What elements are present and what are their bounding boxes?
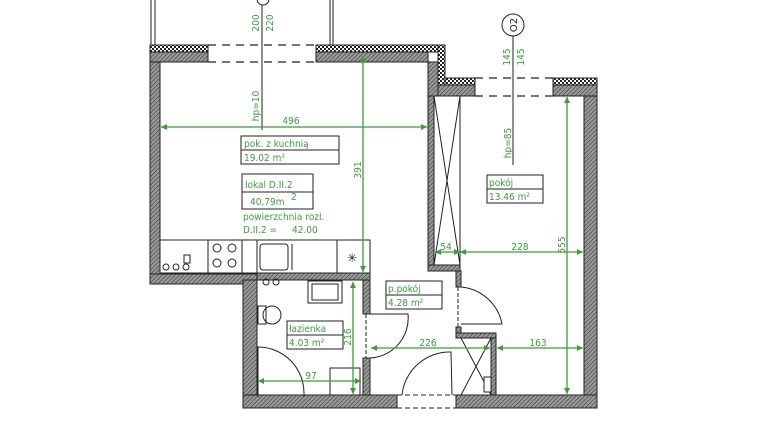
window-2-width: 145 bbox=[502, 48, 513, 65]
dimension-arrowhead bbox=[484, 345, 490, 351]
room-area: 4.03 m² bbox=[289, 338, 325, 349]
dim-bath-depth: 216 bbox=[343, 328, 354, 345]
window-2 bbox=[475, 77, 553, 97]
room-name: p.pokój bbox=[388, 283, 421, 295]
room-label-living-kitchen: pok. z kuchnią 19.02 m² bbox=[240, 135, 340, 165]
dim-closet-width: 54 bbox=[440, 242, 452, 253]
balcony-outline bbox=[150, 0, 334, 45]
room-name: łazienka bbox=[289, 324, 326, 335]
room-label-bathroom: łazienka 4.03 m² bbox=[286, 320, 344, 350]
dim-room-width: 228 bbox=[511, 242, 528, 253]
dim-living-depth: 391 bbox=[353, 161, 364, 178]
room-label-room: pokój 13.46 m² bbox=[486, 174, 544, 204]
kitchen-counter: ✳ bbox=[159, 239, 371, 274]
dimension-arrowhead bbox=[577, 249, 583, 255]
dimension-arrowhead bbox=[360, 266, 366, 272]
window-1-axis-marker bbox=[256, 0, 270, 6]
room-area: 13.46 m² bbox=[489, 192, 530, 203]
axis-marker-o2 bbox=[501, 13, 525, 37]
room-name: pok. z kuchnią bbox=[244, 139, 309, 150]
dimension-arrowhead bbox=[564, 97, 570, 103]
dimension-arrowhead bbox=[435, 249, 441, 255]
dimension-lines bbox=[161, 56, 583, 394]
doors bbox=[365, 286, 503, 396]
window-1-width: 200 bbox=[251, 14, 262, 31]
window-1-sill: hp=10 bbox=[251, 91, 262, 122]
dimension-arrowhead bbox=[564, 388, 570, 394]
dimension-arrowhead bbox=[258, 378, 264, 384]
window-2-height: 145 bbox=[516, 48, 527, 65]
wardrobe-upper bbox=[433, 95, 461, 266]
dim-room-lower-width: 163 bbox=[529, 338, 546, 349]
dim-room-depth: 555 bbox=[557, 236, 568, 253]
room-label-hall: p.pokój 4.28 m² bbox=[385, 280, 443, 310]
usable-area-value: 42.00 bbox=[292, 225, 318, 236]
dimension-arrowhead bbox=[421, 124, 427, 130]
dimension-arrowhead bbox=[350, 282, 356, 288]
unit-area: 40,79m bbox=[250, 197, 285, 208]
entrance-door-threshold bbox=[397, 394, 456, 409]
dimension-arrowhead bbox=[577, 345, 583, 351]
unit-name: lokal D.II.2 bbox=[245, 180, 293, 191]
window-1-height: 220 bbox=[265, 14, 276, 31]
room-label-unit: lokal D.II.2 40,79m 2 powierzchnia rozl.… bbox=[241, 173, 324, 236]
dim-hall-width: 226 bbox=[419, 338, 436, 349]
room-area: 4.28 m² bbox=[388, 298, 424, 309]
dim-living-width: 496 bbox=[282, 116, 299, 127]
sink-icon bbox=[259, 243, 293, 271]
dimension-arrowhead bbox=[360, 56, 366, 62]
usable-area-label: powierzchnia rozl. bbox=[243, 212, 324, 223]
unit-area-sup: 2 bbox=[291, 192, 297, 203]
dimension-arrowhead bbox=[497, 345, 503, 351]
dimension-arrowhead bbox=[350, 388, 356, 394]
room-name: pokój bbox=[489, 177, 513, 189]
meters-icon bbox=[162, 254, 191, 271]
dimension-arrowhead bbox=[454, 249, 460, 255]
walls bbox=[149, 44, 598, 409]
dimension-arrowhead bbox=[460, 249, 466, 255]
dimension-arrowhead bbox=[161, 124, 167, 130]
dimension-arrowhead bbox=[355, 378, 361, 384]
usable-area-key: D.II.2 = bbox=[243, 225, 277, 236]
window-1 bbox=[208, 44, 316, 63]
window-2-sill: hp=85 bbox=[503, 128, 514, 158]
bathroom-fixtures bbox=[257, 278, 361, 397]
stove-icon bbox=[212, 243, 237, 268]
dimension-arrowhead bbox=[371, 345, 377, 351]
axis-label: O2 bbox=[509, 18, 520, 32]
fridge-icon: ✳ bbox=[347, 251, 357, 265]
dim-bath-width: 97 bbox=[305, 371, 316, 382]
room-area: 19.02 m² bbox=[244, 153, 285, 164]
